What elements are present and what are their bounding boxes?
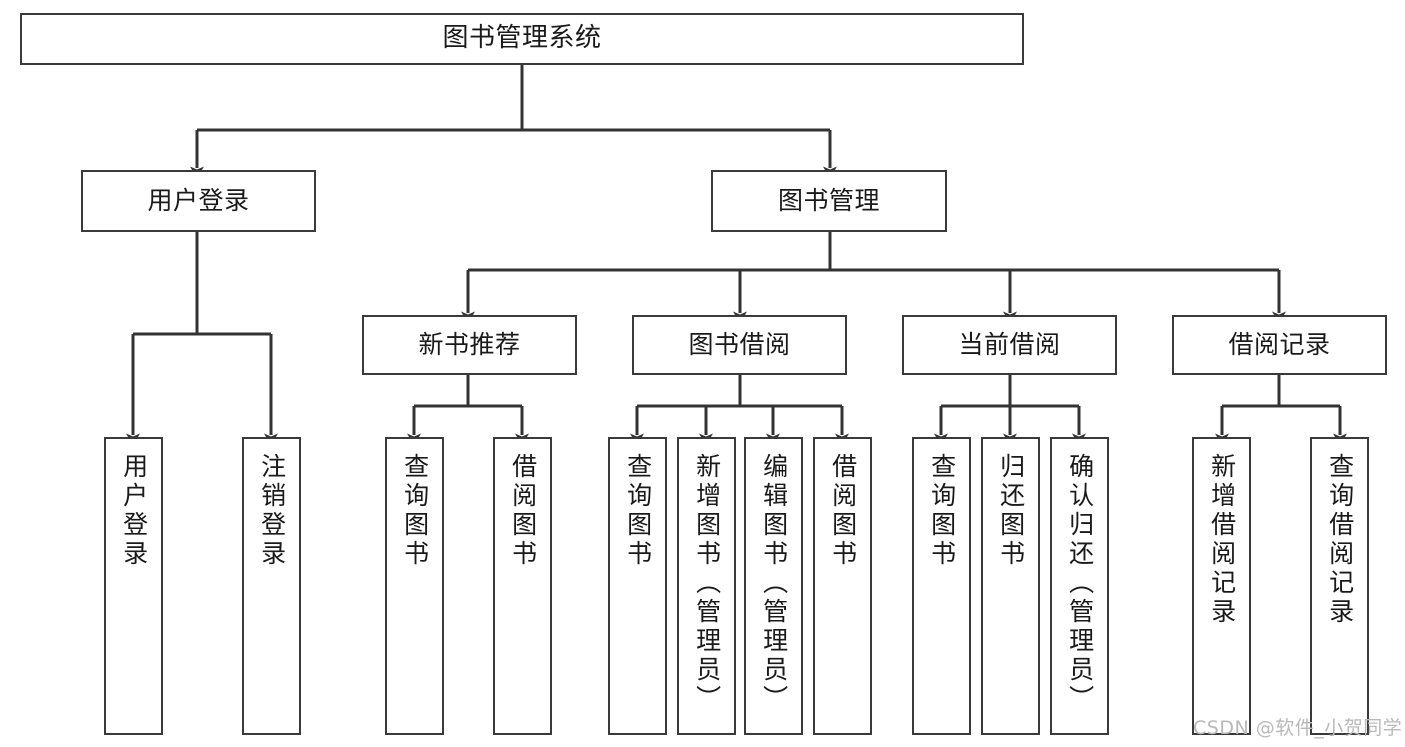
leaf-logout[interactable]: 注销登录 [242,437,301,735]
csdn-watermark: CSDN @软件_小贺同学 [1193,717,1403,739]
node-label: 新书推荐 [418,329,521,359]
leaf-user-login[interactable]: 用户登录 [104,437,163,735]
leaf-query-borrow-record[interactable]: 查询借阅记录 [1310,437,1369,735]
node-label: 图书借阅 [688,329,791,359]
leaf-edit-book-admin[interactable]: 编辑图书（管理员） [744,437,803,735]
leaf-add-borrow-record[interactable]: 新增借阅记录 [1192,437,1251,735]
node-current-borrowing[interactable]: 当前借阅 [902,315,1117,375]
node-label: 借阅图书 [828,453,858,569]
node-user-login[interactable]: 用户登录 [81,170,316,232]
node-label: 当前借阅 [958,329,1061,359]
node-label: 借阅图书 [508,453,538,569]
node-label: 用户登录 [147,185,250,215]
node-book-management[interactable]: 图书管理 [711,170,947,232]
node-label: 查询图书 [400,453,430,569]
leaf-borrow-book[interactable]: 借阅图书 [813,437,872,735]
node-label: 归还图书 [996,453,1026,569]
leaf-query-book-recommend[interactable]: 查询图书 [385,437,444,735]
leaf-query-book-current[interactable]: 查询图书 [912,437,971,735]
node-label: 图书管理 [777,185,880,215]
leaf-add-book-admin[interactable]: 新增图书（管理员） [677,437,736,735]
leaf-query-book-borrow[interactable]: 查询图书 [608,437,667,735]
node-label: 用户登录 [119,453,149,569]
node-label: 借阅记录 [1228,329,1331,359]
node-root-book-management-system[interactable]: 图书管理系统 [20,13,1024,65]
node-label: 查询借阅记录 [1325,453,1355,627]
node-label: 确认归还（管理员） [1065,453,1095,714]
node-label: 图书管理系统 [442,23,602,54]
leaf-borrow-book-recommend[interactable]: 借阅图书 [493,437,552,735]
node-label: 查询图书 [927,453,957,569]
node-label: 新增借阅记录 [1207,453,1237,627]
node-label: 编辑图书（管理员） [759,453,789,714]
node-new-book-recommendation[interactable]: 新书推荐 [362,315,577,375]
node-label: 注销登录 [257,453,287,569]
node-label: 新增图书（管理员） [692,453,722,714]
node-borrow-record[interactable]: 借阅记录 [1172,315,1387,375]
node-book-borrowing[interactable]: 图书借阅 [632,315,847,375]
leaf-return-book[interactable]: 归还图书 [981,437,1040,735]
leaf-confirm-return-admin[interactable]: 确认归还（管理员） [1050,437,1109,735]
node-label: 查询图书 [623,453,653,569]
